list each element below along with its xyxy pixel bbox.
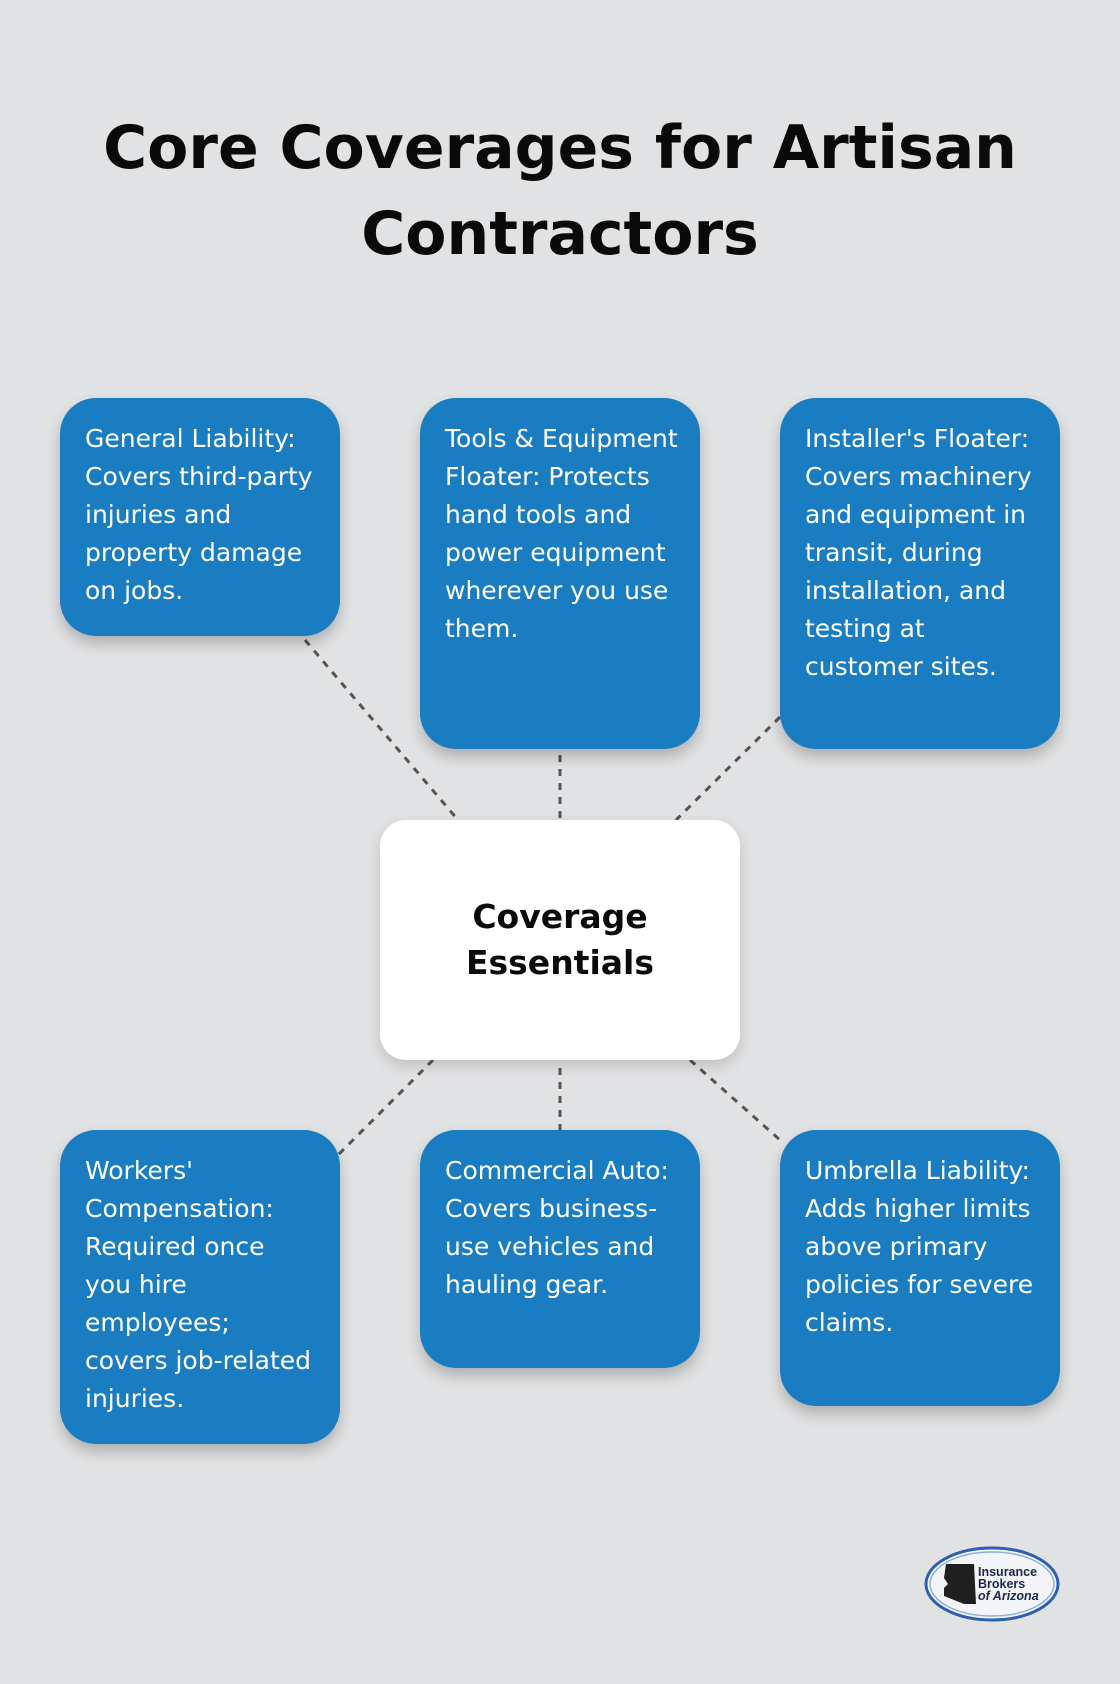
card-umbrella: Umbrella Liability: Adds higher limits a… [780,1130,1060,1406]
card-commercial-auto-text: Commercial Auto: Covers business-use veh… [445,1156,669,1299]
card-commercial-auto: Commercial Auto: Covers business-use veh… [420,1130,700,1368]
connector-installers-floater [674,715,782,822]
card-umbrella-text: Umbrella Liability: Adds higher limits a… [805,1156,1034,1337]
logo-line-2: Brokers [978,1577,1026,1591]
logo-emblem [924,1546,1060,1622]
card-tools-equipment-text: Tools & Equipment Floater: Protects hand… [445,424,678,643]
center-node: Coverage Essentials [380,820,740,1060]
page-title: Core Coverages for Artisan Contractors [103,113,1017,269]
arizona-state-icon [944,1564,976,1604]
card-general-liability-text: General Liability: Covers third-party in… [85,424,313,605]
card-workers-comp: Workers' Compensation: Required once you… [60,1130,340,1444]
company-logo: Insurance Brokers of Arizona [924,1544,1060,1624]
card-installers-floater-text: Installer's Floater: Covers machinery an… [805,424,1032,681]
logo-text: Insurance Brokers of Arizona [978,1565,1058,1603]
connector-workers-comp [336,1058,435,1157]
logo-line-3: of Arizona [978,1589,1039,1603]
card-tools-equipment: Tools & Equipment Floater: Protects hand… [420,398,700,749]
center-node-label: Coverage Essentials [465,897,654,982]
logo-line-1: Insurance [978,1565,1038,1579]
connector-general-liability [303,639,460,821]
connector-umbrella [689,1058,781,1142]
card-installers-floater: Installer's Floater: Covers machinery an… [780,398,1060,749]
card-workers-comp-text: Workers' Compensation: Required once you… [85,1156,312,1413]
card-general-liability: General Liability: Covers third-party in… [60,398,340,636]
